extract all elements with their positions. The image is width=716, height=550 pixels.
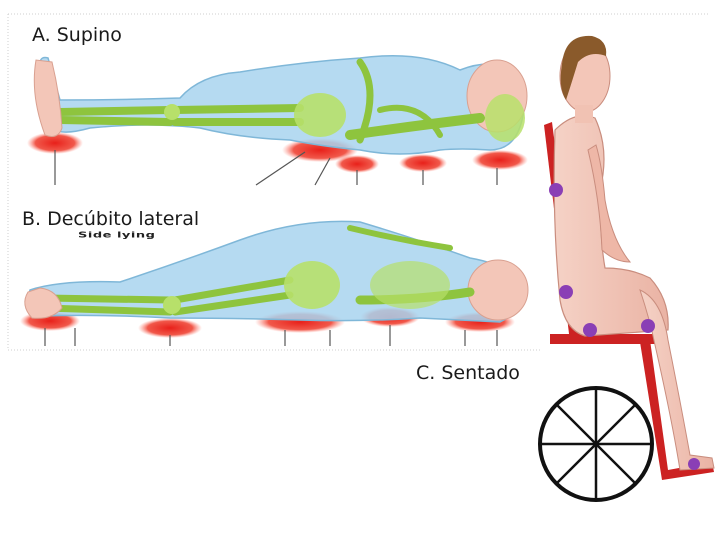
pressure-point-scapula-seated [549,183,563,197]
side-lying-head [468,260,528,320]
side-lying-figure [20,221,528,346]
side-lying-ribcage [370,261,450,309]
wheelchair-wheel [540,388,652,500]
supine-figure [27,56,528,185]
pressure-point-sacrum-seated [559,285,573,299]
pressure-point-thigh [641,319,655,333]
pressure-point-occiput [472,150,528,170]
pressure-point-scapula [399,154,447,172]
pressure-point-heel-seated [688,458,700,470]
supine-skull [485,94,525,142]
label-supine: A. Supino [32,24,122,46]
side-lying-knee [163,296,181,314]
supine-knee [164,104,180,120]
seated-neck [575,105,593,123]
pressure-point-ischium [583,323,597,337]
label-lateral-decubitus: B. Decúbito lateral [22,208,199,230]
side-lying-pelvis [284,261,340,309]
seated-figure [540,36,714,500]
supine-pelvis [294,93,346,137]
label-side-lying-original: Side lying [78,231,155,240]
supine-foot [34,60,62,136]
label-seated: C. Sentado [416,362,520,384]
